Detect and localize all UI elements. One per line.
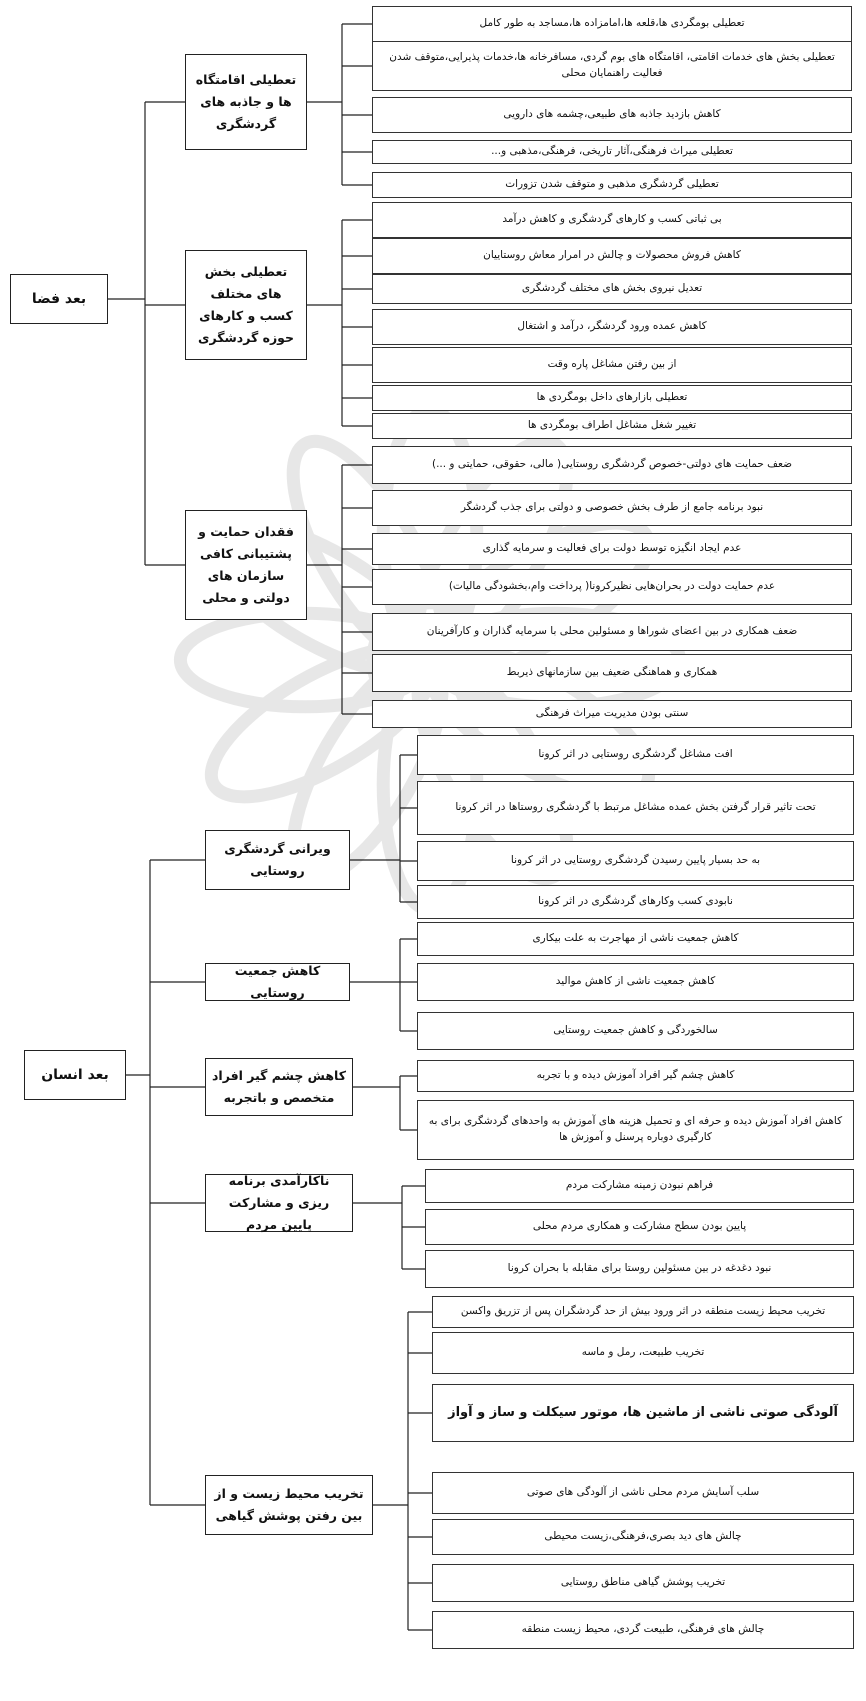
item-box: تعطیلی بومگردی ها،قلعه ها،امامزاده ها،مس… [372,6,852,42]
item-box: تعطیلی بازارهای داخل بومگردی ها [372,385,852,411]
item-box: چالش های دید بصری،فرهنگی،زیست محیطی [432,1519,854,1555]
category-box-environment-destruction: تخریب محیط زیست و از بین رفتن پوشش گیاهی [205,1475,373,1535]
category-box-closure-businesses: تعطیلی بخش های مختلف کسب و کارهای حوزه گ… [185,250,307,360]
item-box: نابودی کسب وکارهای گردشگری در اثر کرونا [417,885,854,919]
item-box: از بین رفتن مشاغل پاره وقت [372,347,852,383]
item-box: نبود برنامه جامع از طرف بخش خصوصی و دولت… [372,490,852,526]
item-box: ضعف حمایت های دولتی-خصوص گردشگری روستایی… [372,446,852,484]
item-box: کاهش جمعیت ناشی از مهاجرت به علت بیکاری [417,922,854,956]
item-box: کاهش فروش محصولات و چالش در امرار معاش ر… [372,238,852,274]
category-box-inefficient-planning: ناکارآمدی برنامه ریزی و مشارکت پایین مرد… [205,1173,353,1232]
category-box-lack-of-support: فقدان حمایت و پشتیبانی کافی سازمان های د… [185,510,307,620]
item-box: کاهش چشم گیر افراد آموزش دیده و با تجربه [417,1060,854,1092]
item-box: سنتی بودن مدیریت میراث فرهنگی [372,700,852,728]
item-box: کاهش افراد آموزش دیده و حرفه ای و تحمیل … [417,1100,854,1160]
item-box: کاهش جمعیت ناشی از کاهش موالید [417,963,854,1001]
item-box: همکاری و هماهنگی ضعیف بین سازمانهای ذیرب… [372,654,852,692]
item-box: چالش های فرهنگی، طبیعت گردی، محیط زیست م… [432,1611,854,1649]
item-box: تغییر شغل مشاغل اطراف بومگردی ها [372,413,852,439]
item-box: تعطیلی گردشگری مذهبی و متوقف شدن تزورات [372,172,852,198]
category-box-expert-decline: کاهش چشم گیر افراد متخصص و باتجربه [205,1058,353,1116]
item-box: به حد بسیار پایین رسیدن گردشگری روستایی … [417,841,854,881]
item-box: فراهم نبودن زمینه مشارکت مردم [425,1169,854,1203]
root-box-human: بعد انسان [24,1050,126,1100]
item-box: کاهش عمده ورود گردشگر، درآمد و اشتغال [372,309,852,345]
item-box: ضعف همکاری در بین اعضای شوراها و مسئولین… [372,613,852,651]
category-box-rural-tourism-ruin: ویرانی گردشگری روستایی [205,830,350,890]
category-box-closure-accommodations: تعطیلی اقامتگاه ها و جاذبه های گردشگری [185,54,307,150]
item-box: تعطیلی بخش های خدمات اقامتی، اقامتگاه ها… [372,41,852,91]
item-box: آلودگی صوتی ناشی از ماشین ها، موتور سیکل… [432,1384,854,1442]
item-box: تخریب محیط زیست منطقه در اثر ورود بیش از… [432,1296,854,1328]
item-box: سلب آسایش مردم محلی ناشی از آلودگی های ص… [432,1472,854,1514]
category-box-population-decline: کاهش جمعیت روستایی [205,963,350,1001]
item-box: تحت تاثیر قرار گرفتن بخش عمده مشاغل مرتب… [417,781,854,835]
item-box: عدم ایجاد انگیزه توسط دولت برای فعالیت و… [372,533,852,565]
item-box: سالخوردگی و کاهش جمعیت روستایی [417,1012,854,1050]
item-box: تخریب پوشش گیاهی مناطق روستایی [432,1564,854,1602]
item-box: کاهش بازدید جاذبه های طبیعی،چشمه های دار… [372,97,852,133]
item-box: عدم حمایت دولت در بحران‌هایی نظیرکرونا( … [372,569,852,605]
item-box: تعدیل نیروی بخش های مختلف گردشگری [372,274,852,304]
item-box: تعطیلی میراث فرهنگی،آثار تاریخی، فرهنگی،… [372,140,852,164]
item-box: نبود دغدغه در بین مسئولین روستا برای مقا… [425,1250,854,1288]
item-box: افت مشاغل گردشگری روستایی در اثر کرونا [417,735,854,775]
item-box: بی ثباتی کسب و کارهای گردشگری و کاهش درآ… [372,202,852,238]
item-box: پایین بودن سطح مشارکت و همکاری مردم محلی [425,1209,854,1245]
item-box: تخریب طبیعت، رمل و ماسه [432,1332,854,1374]
root-box-space: بعد فضا [10,274,108,324]
